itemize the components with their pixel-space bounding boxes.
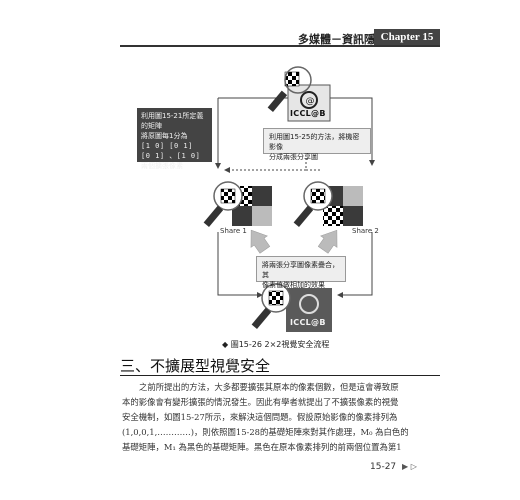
body-line-4: (1,0,0,1,…………)，則依照圖15-28的基礎矩陣來對其作處理，M₀ 為… — [122, 427, 409, 437]
note-right-line2: 分成兩張分享圖 — [269, 153, 318, 161]
note-bottom-line1: 將兩張分享圖像素疊合，其 — [262, 261, 339, 279]
flow-line-left-bottom — [217, 232, 263, 298]
note-left-line1: 利用圖15-21所定義的矩陣 — [141, 112, 204, 130]
body-line-3: 安全機制，如圖15-27所示，來解決這個問題。假設原始影像的像素排列為 — [122, 412, 398, 422]
flow-line-right-top — [330, 97, 375, 166]
body-paragraph: 之前所提出的方法，大多都要擴張其原本的像素個數，但是這會導致原 本的影像會有變形… — [122, 380, 462, 455]
share1-label: Share 1 — [220, 227, 247, 235]
page-number-text: 15-27 — [370, 462, 397, 472]
flow-line-right-bottom — [337, 232, 373, 298]
page-arrow-icon: ▶ ▷ — [402, 462, 417, 471]
note-left-line2: 將原圖每1分為 — [141, 132, 188, 140]
grey-arrow-left — [250, 229, 271, 254]
result-image — [251, 283, 332, 332]
page-number: 15-27 ▶ ▷ — [370, 462, 417, 472]
body-line-2: 本的影像會有變形擴張的情況發生。因此有學者就提出了不擴張像素的視覺 — [122, 397, 399, 407]
header-rule — [120, 45, 440, 47]
note-right: 利用圖15-25的方法，將機密影像 分成兩張分享圖 — [263, 128, 371, 161]
svg-text:@: @ — [306, 97, 315, 107]
chapter-badge: Chapter 15 — [374, 29, 440, 45]
share2-label: Share 2 — [352, 227, 379, 235]
grey-arrow-right — [317, 229, 338, 254]
note-left-matrix-row1: [1 0] [0 1] — [141, 142, 193, 150]
note-right-line1: 利用圖15-25的方法，將機密影像 — [269, 133, 360, 151]
note-left-matrix-row2: [0 1] 、[1 0] — [141, 152, 201, 160]
share2-image — [293, 181, 363, 227]
note-bottom: 將兩張分享圖像素疊合，其 像素值做相加的效果 — [256, 256, 346, 289]
section-title: 三、不擴展型視覺安全 — [120, 357, 271, 375]
logo-text-top: ICCL@B — [290, 109, 326, 118]
note-left: 利用圖15-21所定義的矩陣 將原圖每1分為 [1 0] [0 1] [0 1]… — [137, 108, 212, 170]
figure-caption: ◆ 圖15-26 2×2視覺安全流程 — [222, 340, 330, 349]
chapter-title: 多媒體－資訊隱藏 — [298, 33, 386, 46]
logo-text-result: ICCL@B — [290, 318, 326, 327]
share1-image — [203, 181, 272, 227]
body-line-1: 之前所提出的方法，大多都要擴張其原本的像素個數，但是這會導致原 — [139, 382, 399, 392]
body-line-5: 基礎矩陣，M₁ 為黑色的基礎矩陣。黑色在原本像素排列的前兩個位置為第1 — [122, 442, 402, 452]
note-left-line3: 兩個擴張像素 — [141, 162, 183, 170]
secret-image-top: @ — [267, 66, 331, 122]
section-rule — [120, 375, 440, 376]
note-bottom-line2: 像素值做相加的效果 — [262, 281, 325, 289]
